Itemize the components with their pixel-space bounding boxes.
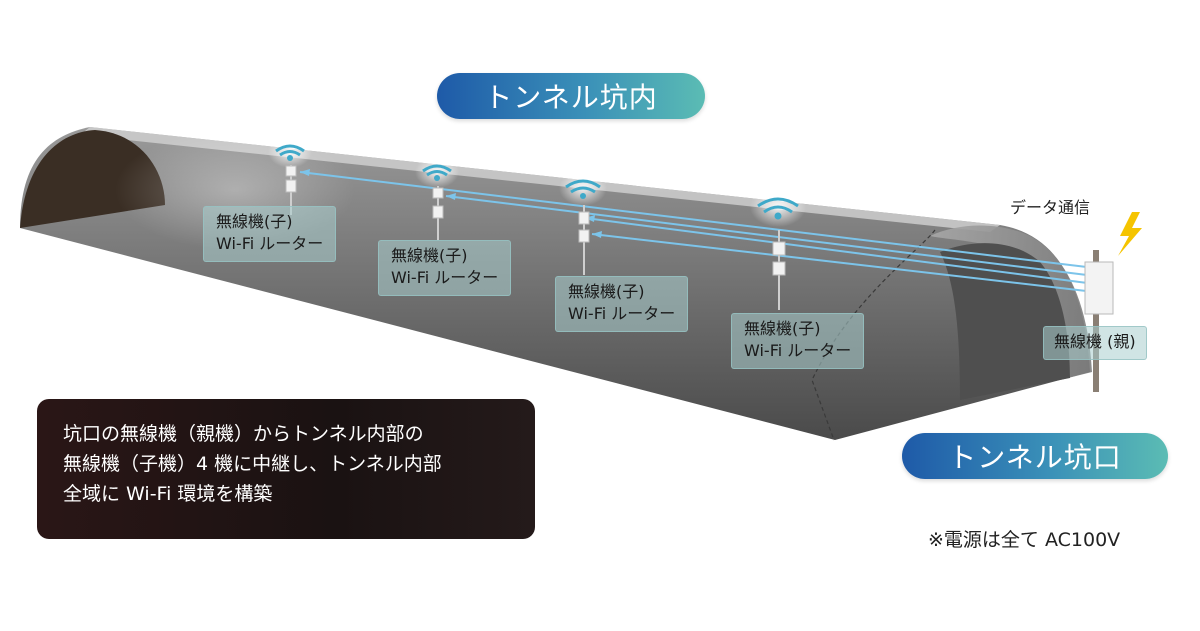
power-note: ※電源は全て AC100V: [928, 529, 1121, 551]
router-device-icon: [578, 229, 590, 243]
router-label-4: 無線機(子) Wi-Fi ルーター: [731, 313, 865, 369]
router-3: [559, 170, 607, 275]
router-label-1: 無線機(子) Wi-Fi ルーター: [203, 206, 337, 262]
parent-unit: [1084, 250, 1114, 392]
pill-tunnel-entrance: トンネル坑口: [902, 433, 1168, 479]
router-2: [415, 156, 459, 240]
router-label-line2: Wi-Fi ルーター: [391, 268, 499, 287]
wifi-signal-icon: [763, 205, 793, 214]
pill-tunnel-inner: トンネル坑内: [437, 73, 705, 119]
description-line: 坑口の無線機（親機）からトンネル内部の: [63, 423, 424, 445]
router-label-line1: 無線機(子): [391, 246, 468, 265]
pill-label: トンネル坑口: [948, 441, 1122, 474]
router-label-2: 無線機(子) Wi-Fi ルーター: [378, 240, 512, 296]
wifi-signal-icon: [279, 150, 301, 157]
router-device-icon: [432, 205, 444, 219]
wifi-signal-icon: [426, 170, 448, 177]
description-line: 無線機（子機）4 機に中継し、トンネル内部: [63, 453, 442, 475]
link-line-3: [584, 217, 1096, 285]
data-comm-label: データ通信: [1010, 198, 1091, 217]
router-label-line2: Wi-Fi ルーター: [744, 341, 852, 360]
router-label-line1: 無線機(子): [744, 319, 821, 338]
router-label-3: 無線機(子) Wi-Fi ルーター: [555, 276, 689, 332]
router-label-line1: 無線機(子): [568, 282, 645, 301]
pill-label: トンネル坑内: [484, 81, 658, 114]
antenna-panel-icon: [1084, 261, 1114, 315]
wifi-signal-icon: [570, 186, 596, 194]
parent-label: 無線機 (親): [1043, 326, 1147, 360]
router-device-icon: [285, 179, 297, 193]
router-device-icon: [772, 261, 786, 276]
description-box: 坑口の無線機（親機）からトンネル内部の 無線機（子機）4 機に中継し、トンネル内…: [37, 399, 535, 539]
parent-label-text: 無線機 (親): [1054, 332, 1136, 351]
router-label-line2: Wi-Fi ルーター: [568, 304, 676, 323]
link-line-2: [445, 195, 1096, 277]
router-label-line2: Wi-Fi ルーター: [216, 234, 324, 253]
description-line: 全域に Wi-Fi 環境を構築: [63, 483, 273, 505]
link-line-4: [591, 233, 1096, 293]
router-4: [750, 187, 806, 310]
lightning-icon: [1118, 212, 1142, 256]
router-label-line1: 無線機(子): [216, 212, 293, 231]
